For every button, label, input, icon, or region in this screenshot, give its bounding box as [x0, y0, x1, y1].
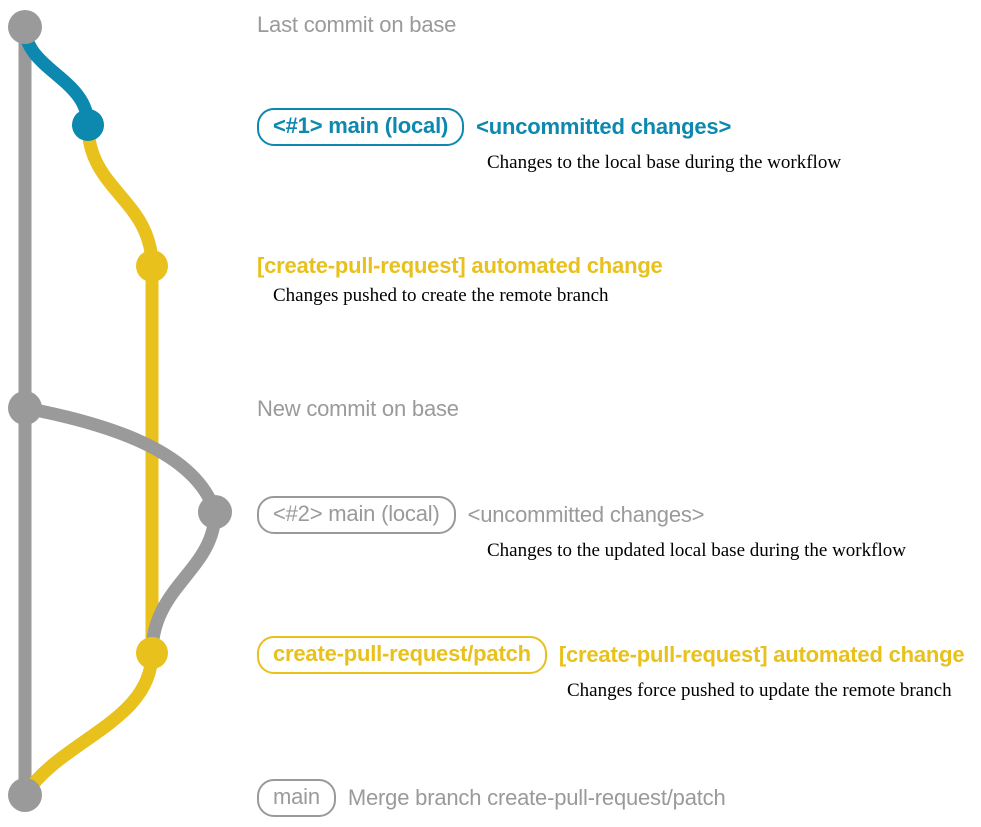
commit-node-local-1[interactable] [72, 109, 104, 141]
ref-chip-main-local-1[interactable]: <#1> main (local) [257, 108, 465, 146]
commit-row-base-1: Last commit on base [257, 12, 981, 38]
edge-patch2-to-merge [18, 646, 159, 802]
commit-note: Changes to the updated local base during… [487, 540, 906, 561]
commit-row-local-2: <#2> main (local) <uncommitted changes> C… [257, 496, 981, 562]
ref-chip-main[interactable]: main [257, 779, 336, 817]
commit-headline: Merge branch create-pull-request/patch [347, 785, 726, 810]
commit-node-patch-1[interactable] [136, 250, 168, 282]
commit-headline: [create-pull-request] automated change [558, 642, 965, 667]
ref-chip-create-pull-request-patch[interactable]: create-pull-request/patch [257, 636, 547, 674]
commit-row-patch-1: [create-pull-request] automated change C… [257, 253, 981, 307]
commit-note: Changes force pushed to update the remot… [567, 680, 952, 701]
commit-node-merge[interactable] [8, 778, 42, 812]
commit-headline: New commit on base [257, 396, 459, 421]
commit-row-patch-2: create-pull-request/patch [create-pull-re… [257, 636, 981, 702]
commit-headline: [create-pull-request] automated change [257, 253, 663, 278]
commit-row-base-2: New commit on base [257, 396, 981, 422]
commit-node-base-2[interactable] [8, 391, 42, 425]
commit-node-base-1[interactable] [8, 10, 42, 44]
edge-local1-to-patch1 [81, 118, 159, 273]
commit-headline: <uncommitted changes> [467, 502, 705, 527]
commit-node-local-2[interactable] [198, 495, 232, 529]
ref-chip-main-local-2[interactable]: <#2> main (local) [257, 496, 456, 534]
edge-base1-to-local1 [18, 20, 95, 132]
commit-headline: <uncommitted changes> [476, 114, 732, 139]
edge-base2-to-local2 [18, 401, 222, 519]
commit-node-patch-2[interactable] [136, 637, 168, 669]
commit-note: Changes to the local base during the wor… [487, 152, 842, 173]
edge-local2-to-patch2 [145, 505, 222, 660]
commit-row-local-1: <#1> main (local) <uncommitted changes> C… [257, 108, 981, 174]
commit-row-merge: main Merge branch create-pull-request/pat… [257, 779, 981, 817]
commit-headline: Last commit on base [257, 12, 457, 37]
commit-note: Changes pushed to create the remote bran… [273, 285, 609, 306]
commit-graph [8, 10, 232, 812]
